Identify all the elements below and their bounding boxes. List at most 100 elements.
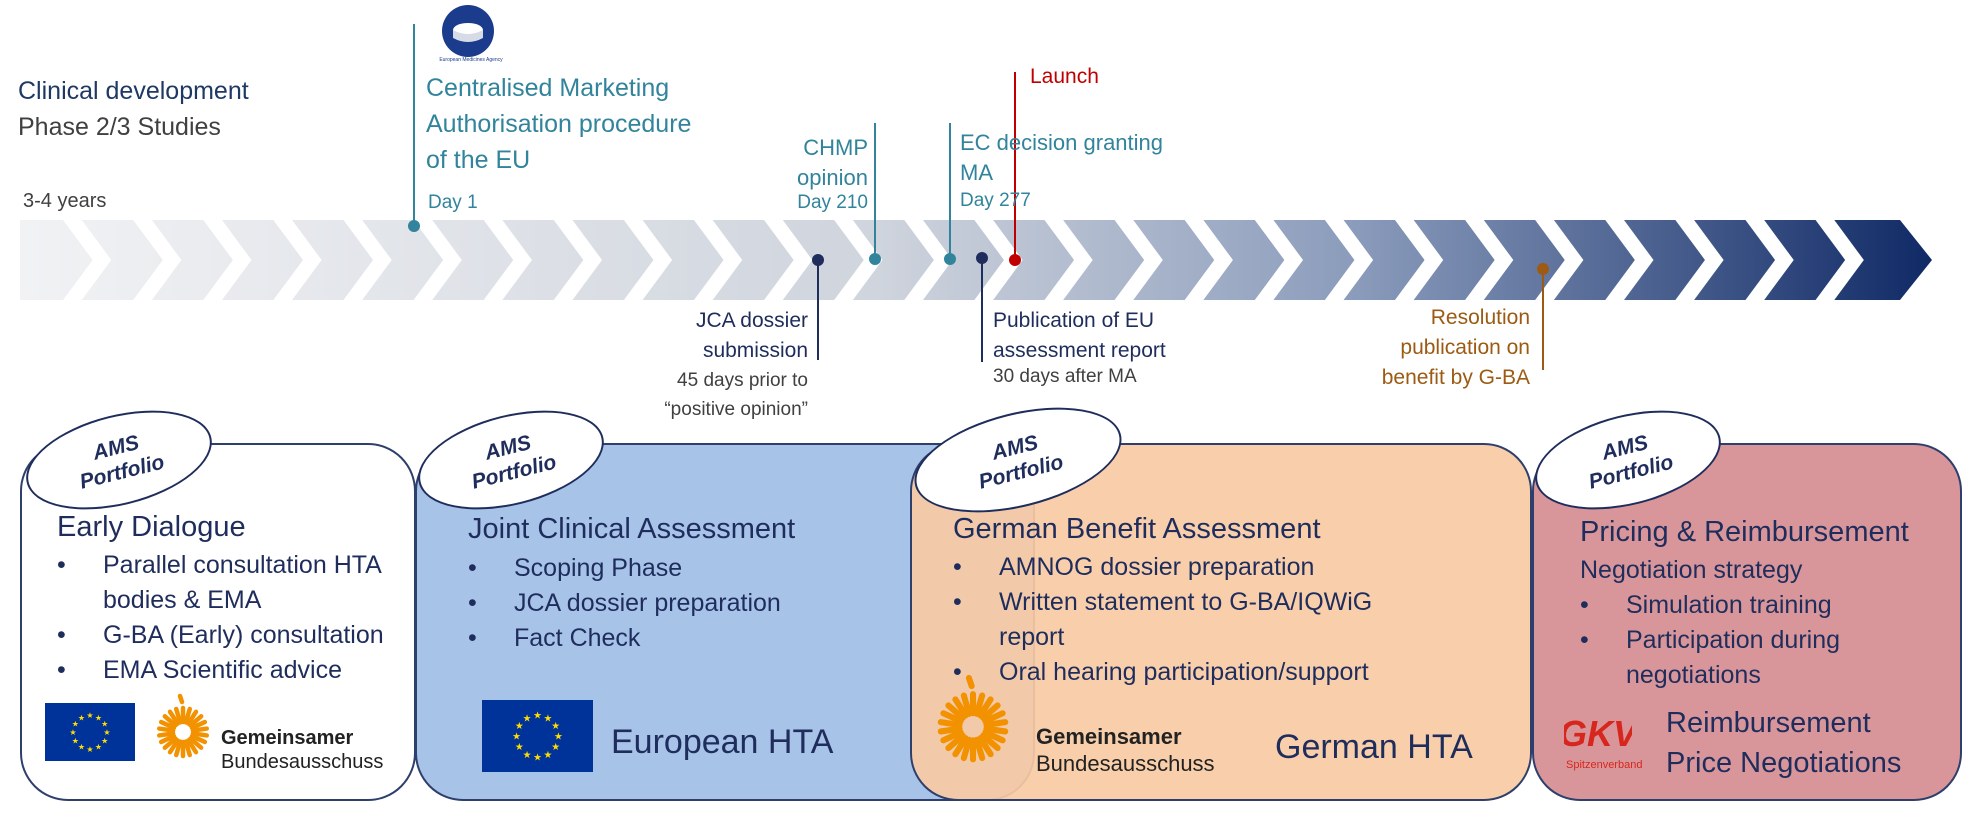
gba-resolution-label: Resolution publication on benefit by G-B… xyxy=(1381,306,1530,389)
gba-logo-text: Gemeinsamer Bundesausschuss xyxy=(221,726,383,774)
gba-line2: Bundesausschuss xyxy=(1036,751,1215,776)
publication-note: 30 days after MA xyxy=(993,366,1137,387)
timeline-chevron xyxy=(202,209,252,311)
ema-logo xyxy=(441,4,495,58)
svg-text:★: ★ xyxy=(551,721,560,732)
pricing-subtitle: Negotiation strategy xyxy=(1580,556,1803,584)
cmap-title: Centralised Marketing Authorisation proc… xyxy=(426,74,692,174)
ams-portfolio-label: AMS Portfolio xyxy=(77,431,167,494)
svg-text:★: ★ xyxy=(86,745,93,754)
gkv-logo: GKV xyxy=(1559,712,1640,756)
eu-stars-icon: ★★★★★★★★★★★★ xyxy=(69,711,110,754)
list-item: G-BA (Early) consultation xyxy=(57,618,407,653)
clinical-phase-label: Phase 2/3 Studies xyxy=(18,113,221,141)
timeline-chevron xyxy=(762,209,813,311)
timeline-chevron xyxy=(482,209,532,311)
svg-text:★: ★ xyxy=(544,714,553,725)
timeline-chevron xyxy=(1674,209,1724,311)
chmp-title: CHMP opinion xyxy=(797,135,868,190)
list-item: Participation during negotiations xyxy=(1580,623,1910,693)
gba-line1: Gemeinsamer xyxy=(1036,724,1182,749)
svg-text:★: ★ xyxy=(533,753,542,764)
timeline-chevron xyxy=(1183,209,1233,311)
gkv-logo-caption: Spitzenverband xyxy=(1566,759,1643,771)
jca-submission-note: 45 days prior to “positive opinion” xyxy=(664,370,808,420)
timeline-chevron xyxy=(1604,209,1654,311)
svg-text:★: ★ xyxy=(86,711,93,720)
german-benefit-title: German Benefit Assessment xyxy=(953,513,1321,545)
chmp-marker-dot xyxy=(869,253,881,265)
publication-marker-dot xyxy=(976,252,988,264)
svg-text:★: ★ xyxy=(78,743,85,752)
svg-text:★: ★ xyxy=(69,728,76,737)
clinical-development-title: Clinical development xyxy=(18,77,249,105)
list-item: EMA Scientific advice xyxy=(57,653,407,688)
list-item: Fact Check xyxy=(468,621,888,656)
list-item: JCA dossier preparation xyxy=(468,586,888,621)
german-hta-label: German HTA xyxy=(1275,728,1473,766)
svg-text:★: ★ xyxy=(523,714,532,725)
timeline-chevron xyxy=(412,209,462,311)
timeline-chevron xyxy=(1744,209,1794,311)
timeline-chevron xyxy=(1534,209,1584,311)
gba-sun-icon xyxy=(937,674,1009,763)
svg-text:★: ★ xyxy=(523,750,532,761)
reimbursement-label: Reimbursement Price Negotiations xyxy=(1666,707,1902,779)
ec-decision-day: Day 277 xyxy=(960,190,1031,211)
svg-text:★: ★ xyxy=(103,728,110,737)
svg-text:★: ★ xyxy=(554,732,563,743)
timeline-chevron xyxy=(61,209,112,311)
list-item: Parallel consultation HTA bodies & EMA xyxy=(57,548,407,618)
list-item: Scoping Phase xyxy=(468,551,888,586)
svg-text:★: ★ xyxy=(515,742,524,753)
gba-logo xyxy=(935,672,1011,768)
svg-text:★: ★ xyxy=(95,713,102,722)
list-item: Simulation training xyxy=(1580,588,1910,623)
gba-line1: Gemeinsamer xyxy=(221,727,354,749)
svg-text:★: ★ xyxy=(72,720,79,729)
list-item: AMNOG dossier preparation xyxy=(953,550,1423,585)
ema-logo-icon xyxy=(442,5,494,57)
svg-text:★: ★ xyxy=(72,737,79,746)
eu-flag-logo: ★★★★★★★★★★★★ xyxy=(482,700,593,772)
pricing-title: Pricing & Reimbursement xyxy=(1580,516,1909,548)
timeline-chevron xyxy=(1814,209,1864,311)
timeline-chevron xyxy=(1393,209,1444,311)
european-hta-label: European HTA xyxy=(611,723,834,761)
timeline-chevron xyxy=(272,209,322,311)
timeline-chevron xyxy=(692,209,743,311)
timeline-band xyxy=(20,220,1932,300)
timeline-chevron xyxy=(622,209,673,311)
svg-text:★: ★ xyxy=(78,713,85,722)
svg-text:★: ★ xyxy=(512,732,521,743)
launch-marker-dot xyxy=(1009,254,1021,266)
gba-line2: Bundesausschuss xyxy=(221,751,384,773)
svg-text:★: ★ xyxy=(101,720,108,729)
ams-portfolio-label: AMS Portfolio xyxy=(976,431,1066,494)
svg-text:★: ★ xyxy=(551,742,560,753)
svg-text:★: ★ xyxy=(515,721,524,732)
cmap-day: Day 1 xyxy=(428,192,478,213)
chmp-day: Day 210 xyxy=(797,192,868,213)
german-benefit-list: AMNOG dossier preparation Written statem… xyxy=(953,550,1423,690)
ams-portfolio-label: AMS Portfolio xyxy=(1586,431,1676,494)
svg-text:★: ★ xyxy=(544,750,553,761)
list-item: Oral hearing participation/support xyxy=(953,655,1423,690)
timeline-chevron xyxy=(903,209,953,311)
svg-text:★: ★ xyxy=(533,711,542,722)
timeline-chevron xyxy=(342,209,392,311)
timeline-chevron xyxy=(1113,209,1163,311)
eu-flag-logo: ★★★★★★★★★★★★ xyxy=(45,703,135,761)
svg-text:★: ★ xyxy=(95,743,102,752)
svg-text:★: ★ xyxy=(101,737,108,746)
early-dialogue-title: Early Dialogue xyxy=(57,511,246,543)
early-dialogue-list: Parallel consultation HTA bodies & EMA G… xyxy=(57,548,407,688)
gba-logo xyxy=(155,692,211,762)
resolution-marker-dot xyxy=(1537,263,1549,275)
day1-marker-dot xyxy=(408,220,420,232)
ec-decision-title: EC decision granting MA xyxy=(960,130,1164,185)
gkv-logo-icon: GKV xyxy=(1559,713,1640,754)
svg-text:GKV: GKV xyxy=(1564,713,1632,754)
ema-logo-caption: European Medicines Agency xyxy=(439,57,503,63)
